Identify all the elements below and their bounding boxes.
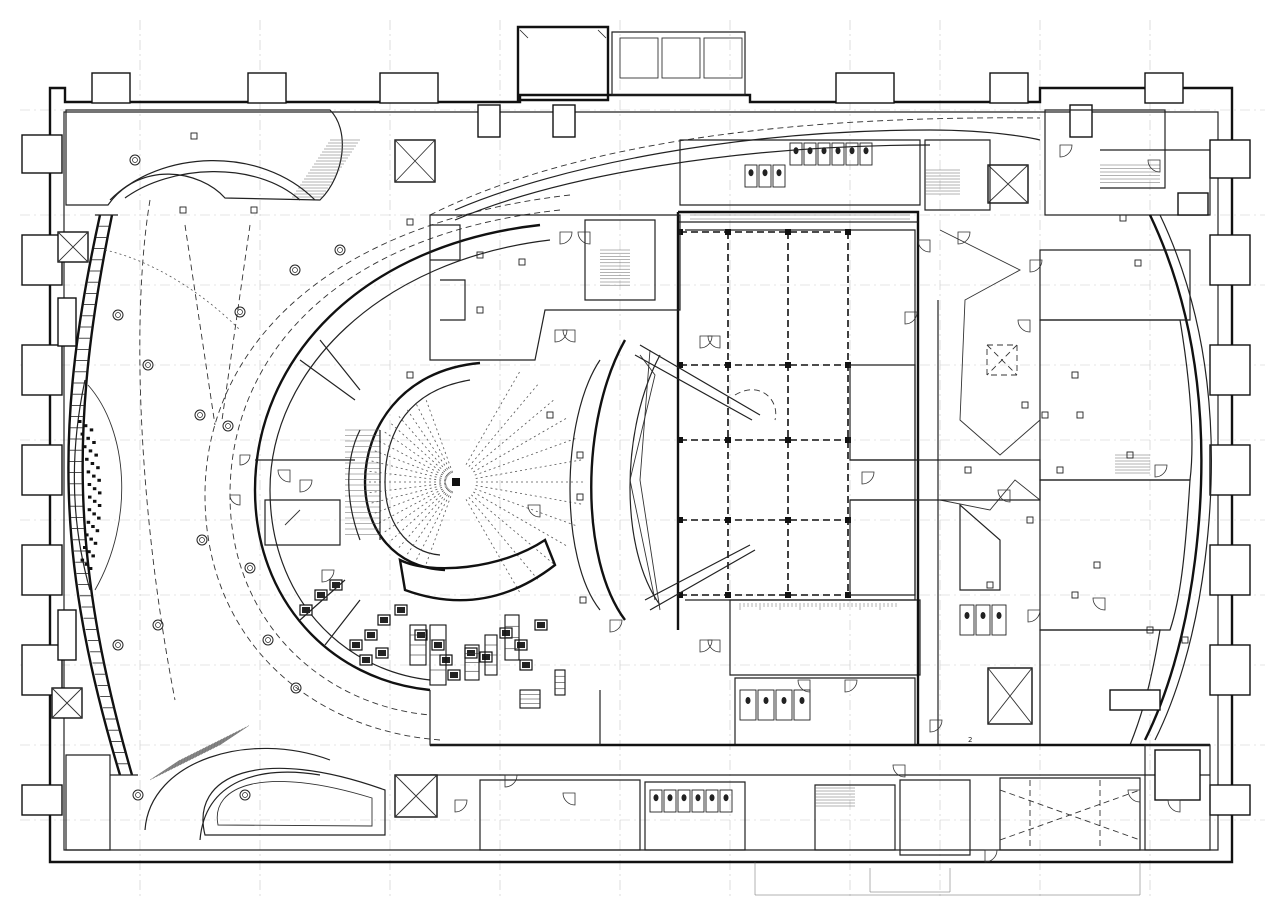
mid-toilets <box>739 689 811 721</box>
auditorium <box>204 194 661 741</box>
columns <box>179 132 1189 644</box>
lobby-columns <box>112 154 346 801</box>
south-wing <box>394 690 1211 856</box>
back-of-house <box>409 214 681 709</box>
structural-grid <box>20 20 1265 900</box>
stair-north <box>925 169 960 195</box>
building-envelope <box>21 25 1251 896</box>
room-label: 2 <box>968 736 972 744</box>
stair-back-of-house <box>600 249 630 286</box>
north-wing <box>394 104 1211 221</box>
stair-south <box>815 787 855 807</box>
exterior-piers <box>21 72 1251 816</box>
east-toilets <box>959 604 1007 636</box>
stair-northeast <box>1100 164 1160 183</box>
door-swings <box>229 144 1181 863</box>
curtain-wall-mullions <box>69 214 130 765</box>
stage-scale-ticks <box>739 603 897 610</box>
grand-stair-south <box>149 725 250 781</box>
kitchen-equipment <box>409 614 566 709</box>
auditorium-stair <box>345 429 380 535</box>
grand-stair-north <box>292 139 360 198</box>
west-lobby <box>51 109 386 851</box>
north-toilets <box>744 142 873 188</box>
central-hall <box>634 210 921 746</box>
structural-column-grid <box>677 229 851 598</box>
east-wing: 2 <box>850 214 1212 746</box>
south-toilets <box>649 789 733 813</box>
bar-seating <box>78 420 102 570</box>
